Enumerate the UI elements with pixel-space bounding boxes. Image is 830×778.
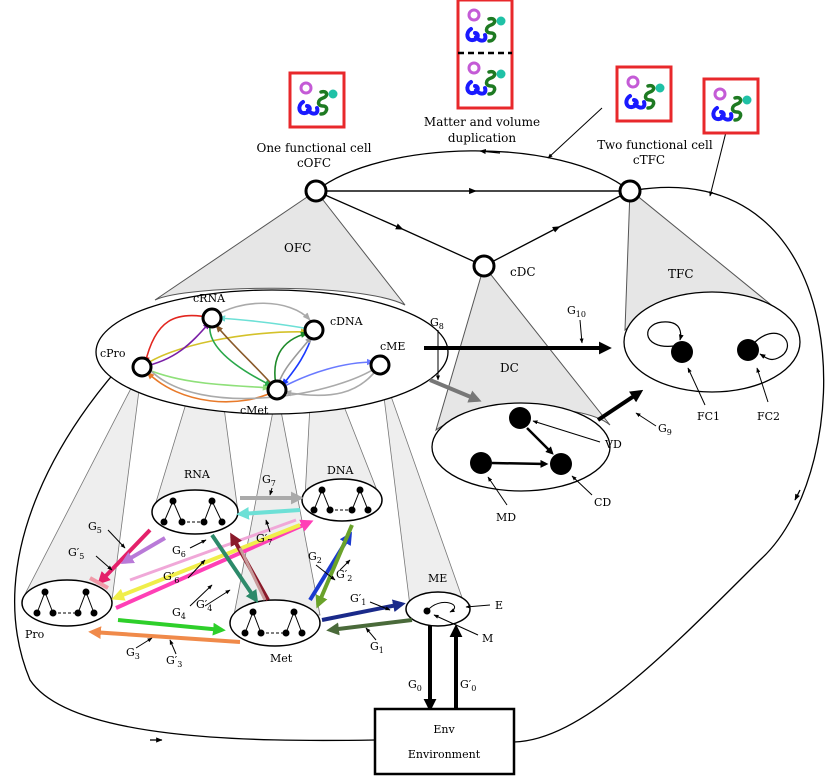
cofc-node: [304, 179, 328, 203]
tfc-label: TFC: [668, 267, 694, 281]
module-edges: [88, 491, 463, 712]
tfc-ellipse: [623, 291, 801, 393]
crna-node: [201, 307, 223, 329]
cell-boxes: [288, 0, 760, 135]
g5-label: G5: [88, 520, 102, 535]
vd-point: [509, 407, 531, 429]
dup-title-2: duplication: [448, 131, 517, 145]
met-label: Met: [270, 652, 293, 665]
ofc-network: cRNA cDNA cPro cME cMet: [95, 289, 449, 417]
ctfc-title: Two functional cell: [597, 138, 713, 152]
me-module: ME E M: [405, 572, 503, 645]
g4p-label: G′4: [196, 598, 212, 613]
cofc-cell-icon: [288, 71, 346, 129]
cones: [21, 188, 781, 616]
crna-label: cRNA: [193, 292, 226, 305]
fc2-point: [737, 339, 759, 361]
cdna-node: [303, 319, 325, 341]
pro-cone: [21, 366, 143, 601]
m-label: M: [482, 632, 493, 645]
g10-label: G10: [567, 304, 586, 319]
fc1-label: FC1: [697, 410, 720, 423]
label-pointers: [95, 487, 391, 655]
g5p-label: G′5: [68, 546, 84, 561]
tfc-env-arc: [513, 186, 825, 743]
ofc-ellipse: [95, 289, 449, 415]
cdc-label: cDC: [510, 265, 536, 279]
cme-label: cME: [380, 340, 405, 353]
fc1-point: [671, 341, 693, 363]
e-label: E: [495, 599, 503, 612]
env-long: Environment: [408, 748, 481, 761]
ctfc-node: [618, 179, 642, 203]
md-point: [470, 452, 492, 474]
cmet-node: [266, 379, 288, 401]
vd-label: VD: [604, 438, 622, 451]
dc-network: VD MD CD: [431, 402, 622, 524]
level-edges: [424, 319, 657, 427]
g8-label: G8: [430, 316, 444, 331]
g0p-label: G′0: [460, 678, 476, 693]
ctfc-label: cTFC: [633, 153, 665, 167]
level-edge-labels: G10 G8 G9: [430, 304, 672, 437]
tfc-network: FC1 FC2: [623, 291, 801, 423]
cofc-label: cOFC: [297, 156, 331, 170]
fc2-label: FC2: [757, 410, 780, 423]
md-label: MD: [496, 511, 516, 524]
g6-label: G6: [172, 544, 186, 559]
pro-label: Pro: [25, 628, 45, 641]
g6p-label: G′6: [163, 570, 179, 585]
cmet-label: cMet: [240, 404, 269, 417]
g4-label: G4: [172, 606, 186, 621]
env-short: Env: [433, 723, 455, 736]
cd-point: [550, 453, 572, 475]
cdna-label: cDNA: [330, 315, 364, 328]
me-label: ME: [428, 572, 447, 585]
g9-label: G9: [658, 422, 672, 437]
module-edge-labels: G7 G′7 G5 G′5 G6 G′6 G4 G′4 G2 G′2 G′1 G…: [68, 473, 476, 693]
dup-arc: [315, 150, 631, 192]
modules: RNA DNA Pro Met: [21, 464, 503, 665]
g0-label: G0: [408, 678, 422, 693]
g2p-label: G′2: [336, 568, 352, 583]
g7p-label: G′7: [256, 532, 272, 547]
ofc-cone: [154, 190, 406, 306]
ofc-env-arc: [14, 329, 376, 742]
pro-module: Pro: [21, 579, 113, 641]
g1p-label: G′1: [350, 592, 366, 607]
cme-node: [369, 354, 391, 376]
cd-label: CD: [594, 496, 611, 509]
dna-label: DNA: [327, 464, 354, 477]
environment-box: Env Environment: [373, 707, 516, 776]
dup-cell-icon: [456, 0, 514, 110]
rna-label: RNA: [184, 468, 211, 481]
dup-title-1: Matter and volume: [424, 115, 540, 129]
g2-label: G2: [308, 550, 322, 565]
cpro-node: [131, 356, 153, 378]
dc-label: DC: [500, 361, 519, 375]
cpro-label: cPro: [100, 347, 126, 360]
top-nodes: One functional cell cOFC Matter and volu…: [256, 115, 712, 375]
cdc-node: [472, 254, 496, 278]
g3-label: G3: [126, 646, 140, 661]
g7-label: G7: [262, 473, 276, 488]
top-edges: [14, 107, 825, 743]
rna-module: RNA: [151, 468, 239, 535]
cofc-title: One functional cell: [256, 141, 371, 155]
met-module: Met: [229, 599, 321, 665]
ctfc2-cell-icon: [702, 77, 760, 135]
g1-label: G1: [370, 640, 384, 655]
ctfc-cell-icon: [615, 65, 673, 123]
g3p-label: G′3: [166, 654, 182, 669]
ofc-label: OFC: [284, 241, 311, 255]
